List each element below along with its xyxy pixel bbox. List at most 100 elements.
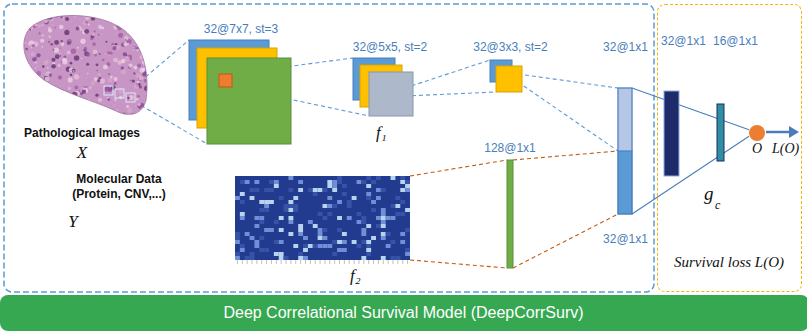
tissue-cell — [100, 78, 105, 83]
tissue-cell — [139, 85, 142, 88]
tissue-cell — [46, 73, 49, 76]
tissue-cell — [46, 93, 49, 96]
heatmap-cell — [361, 240, 366, 244]
tissue-cell — [139, 39, 143, 43]
tissue-cell — [121, 66, 124, 69]
tissue-cell — [135, 32, 140, 37]
heatmap-cell — [323, 244, 328, 248]
stack-region — [189, 40, 291, 144]
tissue-cell — [36, 53, 40, 57]
heatmap-cell — [337, 240, 342, 244]
tissue-cell — [91, 81, 95, 85]
tissue-cell — [64, 30, 69, 35]
tissue-cell — [88, 23, 90, 25]
tissue-cell — [141, 29, 144, 32]
tissue-cell — [48, 35, 51, 38]
tissue-cell — [132, 49, 133, 50]
output-symbol: O — [745, 141, 769, 158]
tissue-cell — [35, 67, 37, 69]
tissue-cell — [30, 52, 35, 57]
tissue-cell — [38, 24, 42, 28]
axis-tick — [329, 260, 330, 264]
heatmap-cell — [323, 236, 328, 240]
tissue-cell — [42, 24, 44, 26]
tissue-cell — [62, 9, 66, 13]
tissue-cell — [148, 42, 152, 46]
tissue-cell — [54, 27, 56, 29]
heatmap-cell — [288, 216, 293, 220]
tissue-ground — [24, 15, 147, 114]
heatmap-cell — [313, 224, 318, 228]
axis-tick — [392, 260, 393, 264]
tissue-cell — [113, 104, 115, 106]
feature-map — [369, 72, 413, 116]
tissue-cell — [25, 90, 30, 95]
tissue-cell — [70, 99, 72, 101]
heatmap-cell — [259, 220, 264, 224]
tissue-cell — [115, 118, 118, 121]
tissue-cell — [97, 74, 98, 75]
heatmap-cell — [240, 192, 245, 196]
tissue-cell — [103, 16, 105, 18]
heatmap-cell — [332, 188, 337, 192]
heatmap-cell — [357, 180, 362, 184]
tissue-cell — [65, 102, 68, 105]
tissue-cell — [24, 42, 26, 44]
tissue-cell — [142, 31, 146, 35]
tissue-cell — [74, 16, 76, 18]
tissue-cell — [82, 110, 83, 111]
tissue-cell — [15, 13, 20, 18]
axis-tick — [358, 260, 359, 264]
tissue-cell — [100, 106, 101, 107]
tissue-cell — [71, 96, 73, 98]
tissue-cell — [86, 52, 90, 56]
heatmap-cell — [318, 228, 323, 232]
tissue-cell — [132, 116, 135, 119]
tissue-cell — [103, 65, 108, 70]
output-dot — [749, 125, 765, 141]
heatmap-cell — [342, 240, 347, 244]
tissue-cell — [18, 17, 20, 19]
tissue-cell — [128, 64, 132, 68]
axis-tick — [310, 260, 311, 264]
projection-line — [518, 74, 618, 151]
heatmap-cell — [240, 216, 245, 220]
tissue-cell — [74, 86, 78, 90]
tissue-cell — [82, 21, 87, 26]
tissue-cell — [50, 89, 52, 91]
heatmap-cell — [405, 208, 410, 212]
model-boundary — [4, 4, 654, 292]
heatmap-cell — [323, 204, 328, 208]
heatmap-cell — [259, 236, 264, 240]
vector-outline — [618, 88, 632, 214]
tissue-cell — [137, 95, 140, 98]
tissue-cell — [119, 96, 123, 100]
tissue-cell — [54, 113, 59, 118]
heatmap-cell — [361, 220, 366, 224]
heatmap-cell — [342, 192, 347, 196]
tissue-cell — [67, 41, 71, 45]
heatmap-cell — [240, 248, 245, 252]
heatmap-cell — [298, 256, 303, 260]
tissue-cell — [91, 12, 95, 16]
patch-region — [104, 86, 135, 102]
tissue-cell — [14, 86, 19, 91]
tissue-cell — [61, 61, 63, 63]
tissue-cell — [77, 47, 79, 49]
tissue-cell — [58, 64, 61, 67]
axis-tick — [378, 260, 379, 264]
layer-size: 128@1x1 — [480, 141, 540, 155]
tissue-cell — [146, 105, 151, 110]
tissue-cell — [114, 98, 117, 101]
tissue-cell — [31, 72, 34, 75]
tissue-cell — [25, 96, 28, 99]
tissue-cell — [94, 54, 97, 57]
tissue-cell — [102, 27, 105, 30]
heatmap-cell — [313, 244, 318, 248]
tissue-cell — [62, 19, 64, 21]
tissue-cell — [28, 104, 33, 109]
tissue-cell — [119, 9, 123, 13]
heatmap-cell — [361, 256, 366, 260]
heatmap-cell — [313, 188, 318, 192]
heatmap-cell — [395, 256, 400, 260]
